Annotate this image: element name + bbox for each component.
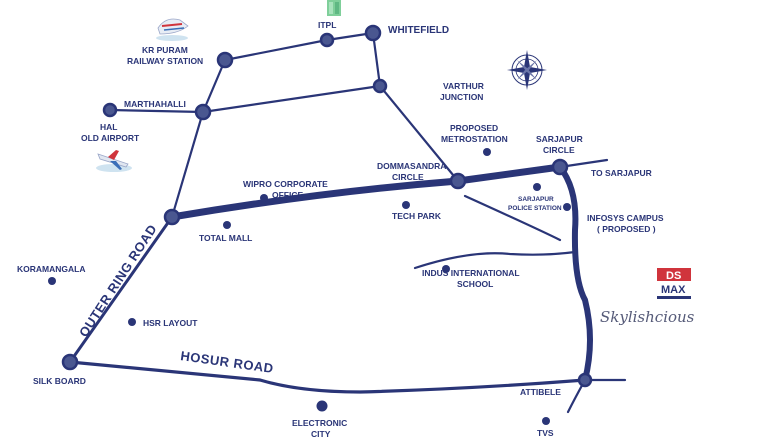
label-to-sarjapur: TO SARJAPUR xyxy=(591,168,652,178)
label-proposed-metro-2: METROSTATION xyxy=(441,134,508,144)
label-krpuram-2: RAILWAY STATION xyxy=(127,56,203,66)
node-attibele[interactable] xyxy=(577,372,593,388)
label-varthur-2: JUNCTION xyxy=(440,92,483,102)
road-marthahalli-varthur xyxy=(201,84,382,114)
node-whitefield[interactable] xyxy=(364,24,382,42)
node-ringroad-junction[interactable] xyxy=(163,208,181,226)
road-sarjapur-attibele xyxy=(557,164,593,383)
node-marthahalli[interactable] xyxy=(194,103,212,121)
road-whitefield-varthur xyxy=(371,31,382,88)
label-wipro-1: WIPRO CORPORATE xyxy=(243,179,328,189)
road-marthahalli-hal xyxy=(108,108,205,114)
road-outer-ring xyxy=(68,215,174,364)
label-indus-2: SCHOOL xyxy=(457,279,493,289)
dot-proposed-metro[interactable] xyxy=(483,148,491,156)
node-krpuram[interactable] xyxy=(216,51,234,69)
label-proposed-metro-1: PROPOSED xyxy=(450,123,498,133)
label-varthur-1: VARTHUR xyxy=(443,81,484,91)
label-electronic-2: CITY xyxy=(311,429,331,439)
node-silk-board[interactable] xyxy=(61,353,79,371)
label-whitefield: WHITEFIELD xyxy=(388,25,449,36)
label-hal-1: HAL xyxy=(100,122,117,132)
landmark-dots xyxy=(48,148,571,425)
road-krpuram-itpl xyxy=(223,31,375,62)
label-wipro-2: OFFICE xyxy=(272,190,303,200)
logo-text-bottom: MAX xyxy=(661,284,686,296)
node-itpl[interactable] xyxy=(319,32,335,48)
dot-indus[interactable] xyxy=(442,265,450,273)
logo-text-top: DS xyxy=(666,270,681,282)
label-dommasandra-2: CIRCLE xyxy=(392,172,424,182)
dot-tech-park[interactable] xyxy=(402,201,410,209)
road-wipro-sarjapur xyxy=(168,163,564,221)
developer-logo: DS MAX xyxy=(657,268,691,299)
dot-electronic-city[interactable] xyxy=(316,400,328,412)
label-silk-board: SILK BOARD xyxy=(33,376,86,386)
road-hosur xyxy=(68,360,587,394)
label-sarjapur-police-2: POLICE STATION xyxy=(508,205,562,212)
label-sarjapur-circle-1: SARJAPUR xyxy=(536,134,583,144)
dot-hsr-layout[interactable] xyxy=(128,318,136,326)
node-varthur[interactable] xyxy=(372,78,388,94)
road-sarjapur-lane xyxy=(463,194,562,242)
label-tech-park: TECH PARK xyxy=(392,211,442,221)
label-indus-1: INDUS INTERNATIONAL xyxy=(422,268,520,278)
dot-tvs[interactable] xyxy=(542,417,550,425)
label-electronic-1: ELECTRONIC xyxy=(292,418,347,428)
junction-nodes xyxy=(61,24,593,388)
label-attibele: ATTIBELE xyxy=(520,387,561,397)
label-hsr-layout: HSR LAYOUT xyxy=(143,318,198,328)
road-marthahalli-ringroad xyxy=(170,110,205,219)
label-sarjapur-police-1: SARJAPUR xyxy=(518,196,554,203)
node-sarjapur-circle[interactable] xyxy=(551,158,569,176)
label-marthahalli: MARTHAHALLI xyxy=(124,99,186,109)
road-varthur-dommasandra xyxy=(378,84,460,183)
label-dommasandra-1: DOMMASANDRA xyxy=(377,161,446,171)
node-dommasandra[interactable] xyxy=(449,172,467,190)
label-sarjapur-circle-2: CIRCLE xyxy=(543,145,575,155)
airplane-icon xyxy=(96,150,132,172)
label-infosys-2: ( PROPOSED ) xyxy=(597,224,656,234)
major-roads xyxy=(68,163,593,394)
label-hal-2: OLD AIRPORT xyxy=(81,133,140,143)
project-name: Skylishcious xyxy=(600,308,695,326)
road-indus xyxy=(413,250,577,270)
compass-rose-icon xyxy=(507,50,547,90)
dot-wipro[interactable] xyxy=(260,194,268,202)
dot-total-mall[interactable] xyxy=(223,221,231,229)
label-itpl: ITPL xyxy=(318,20,336,30)
hosur-road-label: HOSUR ROAD xyxy=(180,348,275,376)
label-krpuram-1: KR PURAM xyxy=(142,45,188,55)
building-icon xyxy=(327,0,341,16)
label-tvs: TVS xyxy=(537,428,554,438)
label-total-mall: TOTAL MALL xyxy=(199,233,252,243)
dot-infosys[interactable] xyxy=(563,203,571,211)
label-koramangala: KORAMANGALA xyxy=(17,264,85,274)
road-krpuram-marthahalli xyxy=(201,58,227,114)
dot-koramangala[interactable] xyxy=(48,277,56,285)
node-hal[interactable] xyxy=(102,102,118,118)
label-infosys-1: INFOSYS CAMPUS xyxy=(587,213,664,223)
dot-sarjapur-police[interactable] xyxy=(533,183,541,191)
train-icon xyxy=(156,18,189,41)
